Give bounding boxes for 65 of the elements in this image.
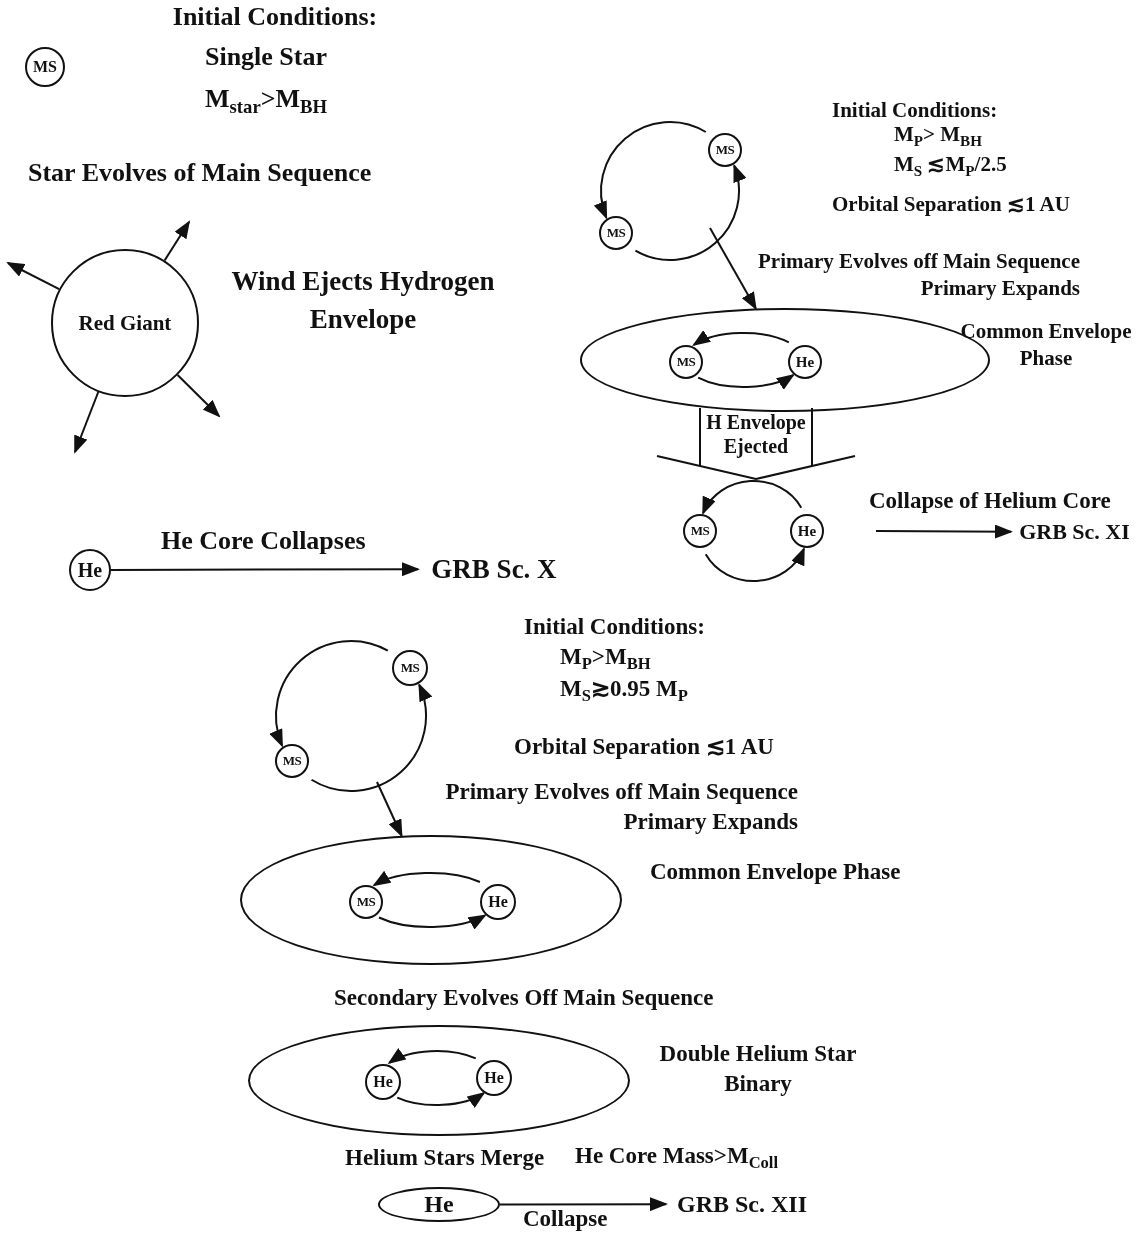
outcome-label: GRB Sc. XII xyxy=(666,1188,818,1220)
star-circle: MS xyxy=(392,650,428,686)
star-circle: MS xyxy=(669,345,703,379)
star-circle: MS xyxy=(683,514,717,548)
arrow xyxy=(499,1197,668,1212)
orbit-arrow xyxy=(270,640,389,748)
annotation-text: Single Star xyxy=(203,41,329,73)
star-circle: Red Giant xyxy=(51,249,199,397)
annotation-text: Helium Stars Merge xyxy=(345,1144,546,1172)
star-circle: MS xyxy=(599,216,633,250)
annotation-text: Primary Evolves off Main Sequence Primary Expands xyxy=(757,248,1080,303)
orbit-arrow xyxy=(692,330,790,346)
outcome-label: GRB Sc. XI xyxy=(1011,516,1138,548)
arrow-text: H Envelope Ejected xyxy=(705,410,807,458)
orbit-arrow xyxy=(396,1092,486,1108)
annotation-text: Star Evolves of Main Sequence xyxy=(28,157,373,189)
annotation-text: M$_{star}$>M$_{BH}$ xyxy=(205,83,329,116)
star-circle: He xyxy=(365,1064,401,1100)
annotation-text: M$_{P}$>M$_{BH}$ xyxy=(560,643,652,672)
star-circle: He xyxy=(476,1060,512,1096)
star-circle: He xyxy=(69,549,111,591)
annotation-text: Initial Conditions: xyxy=(171,1,379,33)
annotation-text: M$_{P}$> M$_{BH}$ xyxy=(894,121,983,149)
outcome-label: GRB Sc. X xyxy=(418,552,570,586)
wind-arrow xyxy=(6,262,61,291)
star-circle: MS xyxy=(25,47,65,87)
block-arrow xyxy=(656,408,856,480)
phase-label: Common Envelope Phase xyxy=(650,858,902,886)
orbit-arrow xyxy=(387,1048,477,1064)
arrow xyxy=(875,524,1013,539)
arrow xyxy=(709,227,757,311)
annotation-text: M$_{S}$ ≲M$_{P}$/2.5 xyxy=(894,151,1008,179)
annotation-text: M$_{S}$≳0.95 M$_{P}$ xyxy=(560,675,689,704)
wind-arrow xyxy=(163,220,191,262)
star-circle: MS xyxy=(708,133,742,167)
star-circle: He xyxy=(790,514,824,548)
orbit-arrow xyxy=(704,547,805,582)
annotation-text: Wind Ejects Hydrogen Envelope xyxy=(230,265,496,336)
annotation-text: Primary Evolves off Main Sequence Primary Expands xyxy=(444,778,798,836)
annotation-text: Initial Conditions: xyxy=(524,613,706,641)
phase-label: Double Helium Star Binary xyxy=(658,1040,858,1098)
orbit-arrow xyxy=(372,871,481,887)
wind-arrow xyxy=(176,374,221,418)
annotation-text: Orbital Separation ≲1 AU xyxy=(514,733,775,761)
star-circle: MS xyxy=(349,885,383,919)
annotation-text: Initial Conditions: xyxy=(832,97,999,124)
orbit-arrow xyxy=(634,163,746,261)
envelope-ellipse xyxy=(248,1025,630,1136)
star-circle: He xyxy=(480,884,516,920)
star-circle: He xyxy=(788,345,822,379)
phase-label: Common Envelope Phase xyxy=(959,318,1133,373)
orbit-arrow xyxy=(310,683,432,792)
annotation-text: He Core Mass>M$_{Coll}$ xyxy=(575,1142,780,1171)
orbit-arrow xyxy=(377,914,487,929)
orbit-arrow xyxy=(702,480,803,515)
envelope-ellipse xyxy=(240,835,622,965)
orbit-arrow xyxy=(697,374,795,390)
merged-star-ellipse: He xyxy=(378,1187,500,1222)
arrow xyxy=(110,562,420,577)
orbit-arrow xyxy=(594,121,707,220)
annotation-text: Secondary Evolves Off Main Sequence xyxy=(334,984,715,1012)
arrow xyxy=(376,781,403,838)
star-circle: MS xyxy=(275,744,309,778)
annotation-text: Orbital Separation ≲1 AU xyxy=(832,191,1071,218)
wind-arrow xyxy=(74,391,100,454)
